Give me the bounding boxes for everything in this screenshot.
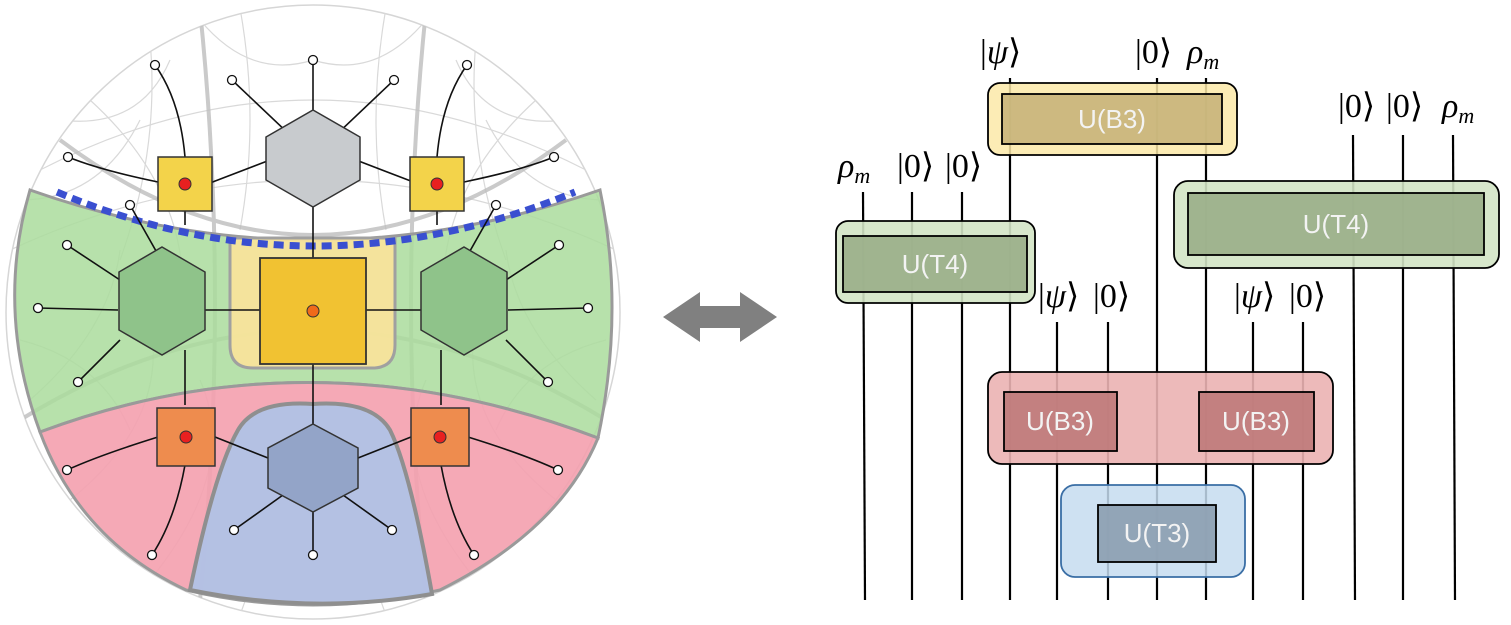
gate-ut4-right-inner: [1187, 192, 1485, 256]
state-labels: |ψ⟩ |0⟩ ρm |0⟩ |0⟩ ρm ρm |0⟩ |0⟩ |ψ⟩ |0⟩…: [837, 34, 1474, 315]
gray-hexagon-tensor: [265, 109, 361, 208]
green-hexagon-tensor-left: [118, 246, 206, 356]
label-zero-right-1: |0⟩: [1338, 88, 1375, 125]
blue-hexagon-tensor: [267, 423, 359, 513]
bulk-dots: [178, 177, 447, 444]
label-zero-left-2: |0⟩: [945, 148, 982, 185]
double-arrow-icon: [663, 292, 777, 342]
gate-ut3-label: U(T3): [1124, 518, 1190, 548]
label-zero-right-2: |0⟩: [1386, 88, 1423, 125]
gate-ut3-inner: [1097, 504, 1217, 563]
label-zero-top: |0⟩: [1135, 34, 1172, 71]
label-rho-right: ρm: [1441, 88, 1474, 128]
quantum-circuit: U(B3) U(T4) U(T4) U(B3) U(B3) U(T3) |ψ⟩ …: [835, 34, 1500, 601]
label-zero-mid-2: |0⟩: [1289, 278, 1326, 315]
gate-ut4-left-inner: [842, 235, 1028, 293]
gate-ub3-left-label: U(B3): [1026, 406, 1094, 436]
gate-ub3-right-inner: [1198, 391, 1315, 452]
tensor-network-disk: [5, 4, 621, 620]
gate-ub3-right-label: U(B3): [1222, 406, 1290, 436]
gate-ub3-top-inner: [1001, 93, 1223, 145]
label-rho-top: ρm: [1186, 34, 1219, 74]
label-psi-mid-1: |ψ⟩: [1038, 278, 1079, 315]
gate-ut4-right-label: U(T4): [1303, 209, 1369, 239]
green-hexagon-tensor-right: [420, 246, 508, 356]
leg-endpoints: [32, 54, 594, 561]
gate-ub3-top-label: U(B3): [1078, 104, 1146, 134]
gate-ub3-left-inner: [1003, 391, 1118, 452]
label-psi-mid-2: |ψ⟩: [1234, 278, 1275, 315]
label-zero-mid-1: |0⟩: [1093, 278, 1130, 315]
label-rho-left: ρm: [837, 148, 870, 188]
dashed-boundary: [55, 188, 577, 250]
gate-ut4-left-label: U(T4): [902, 249, 968, 279]
label-zero-left-1: |0⟩: [897, 148, 934, 185]
label-psi-top: |ψ⟩: [980, 34, 1021, 71]
